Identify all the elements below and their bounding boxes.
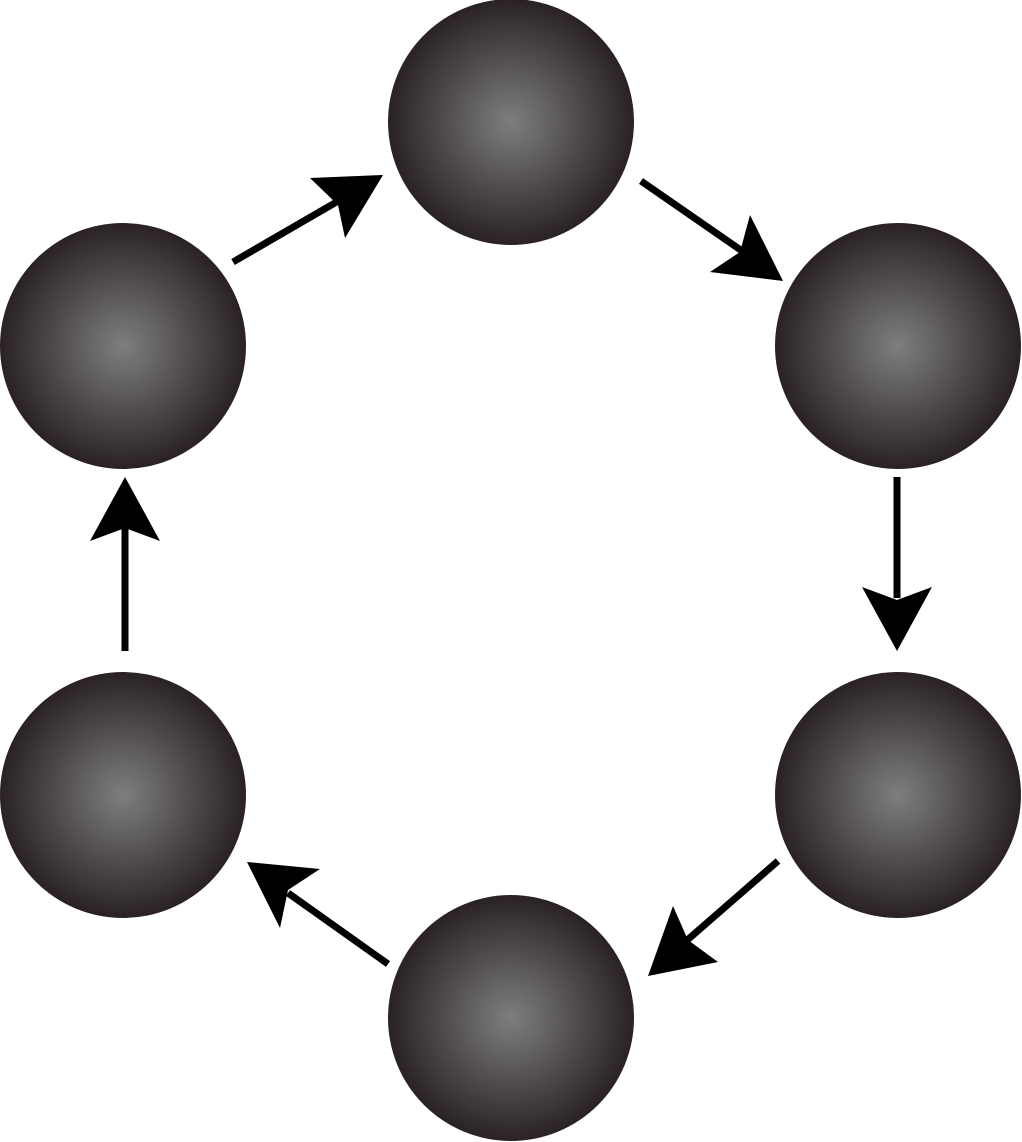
node-lower-left [0,672,246,918]
node-bottom [388,895,634,1141]
node-lower-right [775,672,1021,918]
node-upper-right [775,223,1021,469]
arrow-upper-right-to-lower-right [862,477,932,651]
node-top [388,0,634,245]
arrow-bottom-to-lower-left [247,862,391,967]
arrow-upper-left-to-top [231,175,383,266]
node-upper-left [0,223,246,469]
arrow-lower-left-to-upper-left [90,477,160,651]
arrow-top-to-upper-right [639,178,783,281]
edges [90,175,932,976]
arrow-lower-right-to-bottom [648,858,781,976]
